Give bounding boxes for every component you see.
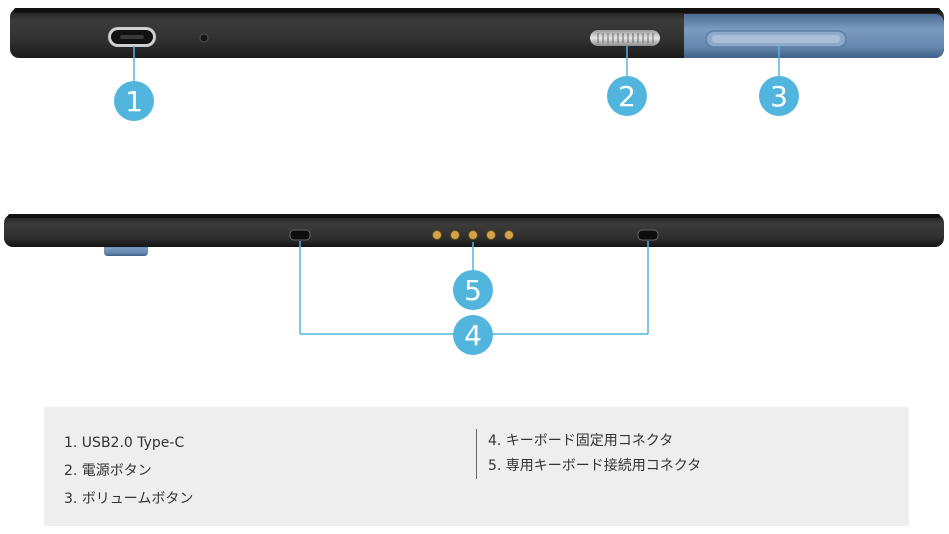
device-top-view	[10, 8, 944, 58]
device-bottom-edge	[8, 214, 940, 218]
legend-item-power-button: 2. 電源ボタン	[64, 463, 152, 479]
legend-list-left: 1. USB2.0 Type-C 2. 電源ボタン 3. ボリュームボタン	[64, 429, 193, 513]
device-top-edge	[14, 8, 940, 13]
callout-lines-top	[133, 46, 780, 84]
microphone-hole-icon	[199, 33, 209, 43]
device-bottom-view	[4, 214, 944, 256]
legend-item-keyboard-connection-connector: 5. 専用キーボード接続用コネクタ	[488, 458, 702, 474]
legend-item-usb-c: 1. USB2.0 Type-C	[64, 435, 185, 451]
marker-4: 4	[453, 315, 493, 355]
legend-item-volume-button: 3. ボリュームボタン	[64, 491, 194, 507]
marker-3: 3	[759, 76, 799, 116]
marker-1: 1	[114, 81, 154, 121]
power-button-icon	[590, 30, 660, 46]
marker-3-label: 3	[770, 80, 788, 113]
marker-2-label: 2	[618, 80, 636, 113]
keyboard-fixing-slot-right-icon	[637, 229, 659, 241]
marker-5-label: 5	[464, 274, 482, 307]
legend-list-right: 4. キーボード固定用コネクタ 5. 専用キーボード接続用コネクタ	[476, 429, 701, 479]
marker-4-label: 4	[464, 319, 482, 352]
marker-1-label: 1	[125, 85, 143, 118]
keyboard-fixing-slot-left-icon	[289, 229, 311, 241]
marker-2: 2	[607, 76, 647, 116]
pogo-pin-connector-icon	[432, 230, 514, 240]
marker-5: 5	[453, 270, 493, 310]
usb-c-port-icon	[108, 27, 156, 47]
device-illustration: 1 2 3 5 4	[4, 8, 944, 355]
legend-item-keyboard-fixing-connector: 4. キーボード固定用コネクタ	[488, 433, 674, 449]
volume-button-icon	[705, 30, 847, 48]
callout-lines-bottom	[299, 241, 649, 335]
legend-panel: 1. USB2.0 Type-C 2. 電源ボタン 3. ボリュームボタン 4.…	[44, 407, 909, 526]
